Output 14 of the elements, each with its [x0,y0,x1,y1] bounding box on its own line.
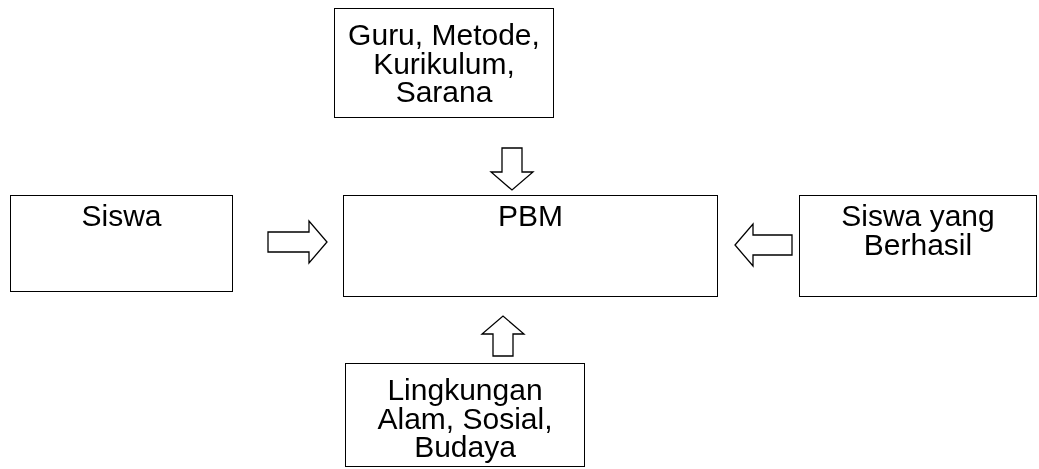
box-label: Siswa [81,202,162,231]
process-box [345,363,585,467]
process-box [334,8,554,118]
process-box [799,195,1037,297]
process-box [10,195,233,292]
process-box [343,195,718,297]
block-arrow [489,147,535,191]
box-label: Guru, Metode, Kurikulum, Sarana [347,21,541,107]
block-arrow [480,315,526,357]
block-arrow [267,219,328,265]
box-label: Lingkungan Alam, Sosial, Budaya [376,376,554,462]
block-arrow [734,222,793,268]
box-label: Siswa yang Berhasil [840,202,996,259]
box-label: PBM [498,202,563,231]
